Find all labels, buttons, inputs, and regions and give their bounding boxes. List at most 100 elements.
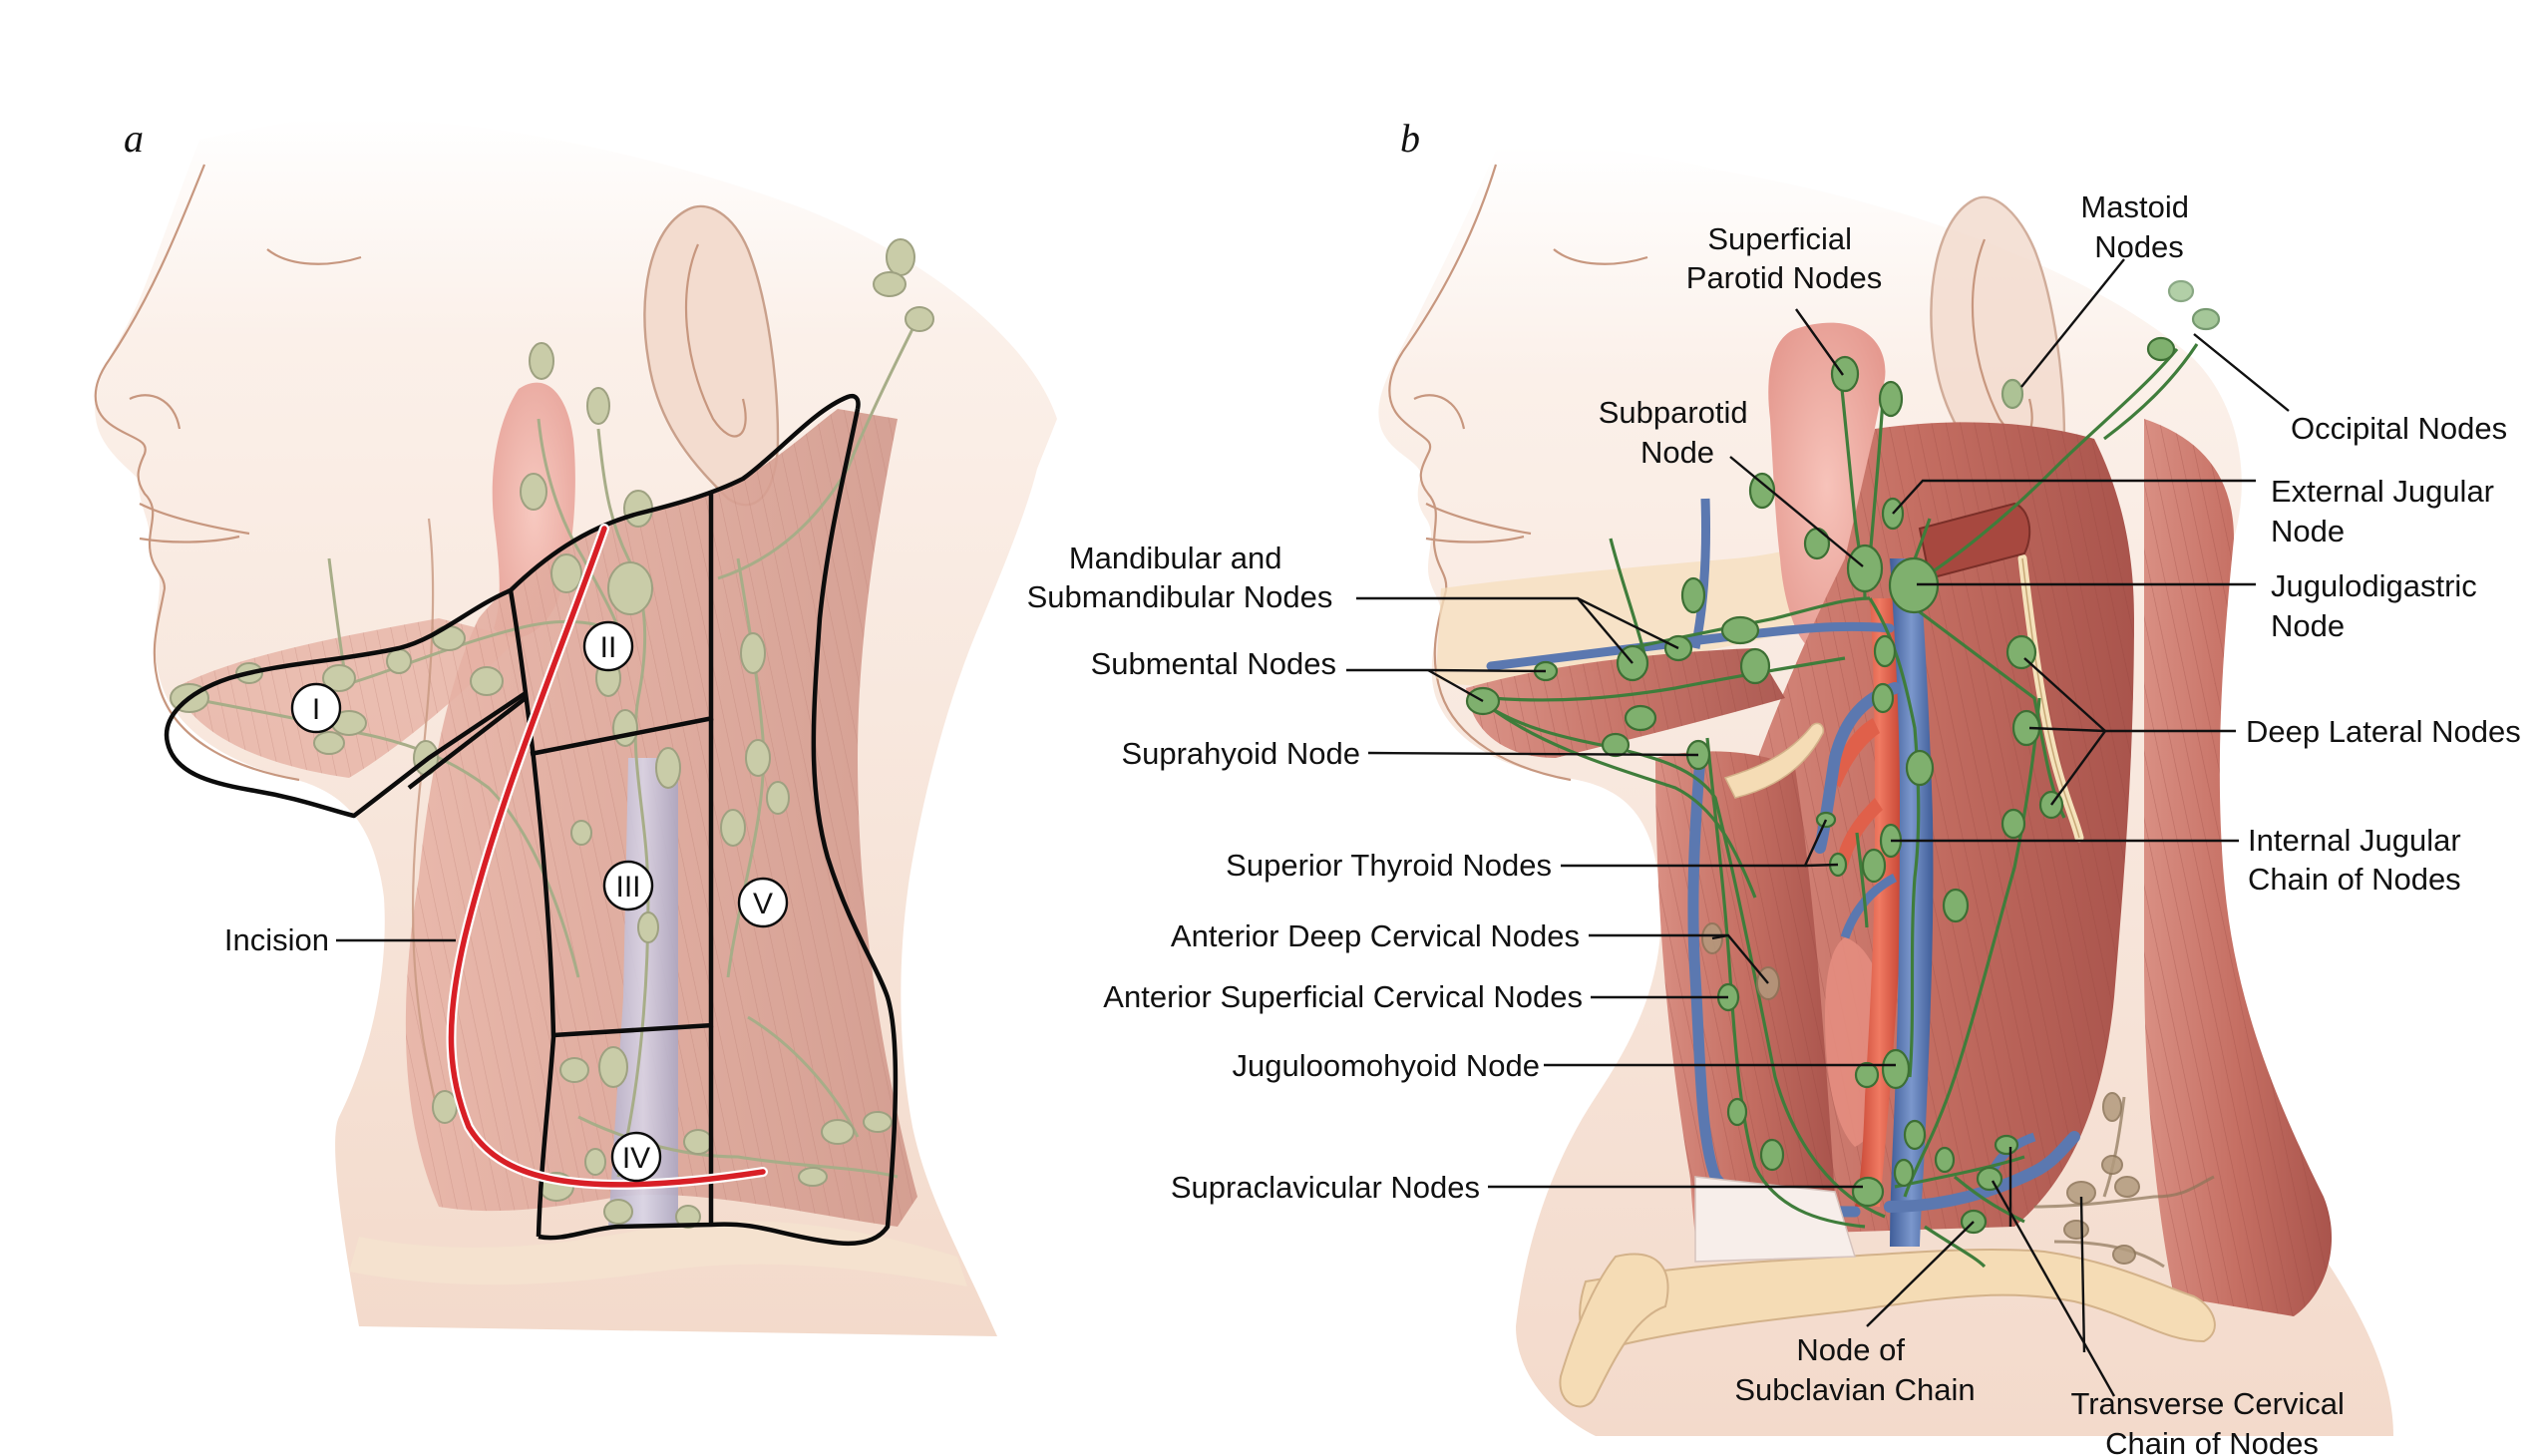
lymph-node — [612, 709, 638, 747]
lymph-node — [2000, 808, 2026, 840]
transverse-cervical-node — [2112, 1245, 2136, 1265]
lymph-node — [766, 781, 790, 815]
label-superior-thyroid-nodes: Superior Thyroid Nodes — [1226, 848, 1552, 883]
lymph-node — [720, 809, 746, 847]
panel-a-internal-jugular-vein — [608, 758, 678, 1227]
leader-external-jugular — [1892, 479, 2256, 515]
panel-a: a — [94, 116, 1057, 1336]
panel-a-lymph-nodes — [170, 238, 934, 1229]
lymph-node — [1878, 380, 1904, 418]
lymph-node — [386, 648, 412, 674]
panel-a-floor-fibers — [175, 618, 519, 778]
lymph-node — [1601, 732, 1631, 758]
subparotid-node — [1846, 544, 1884, 593]
transverse-cervical-node — [2101, 1155, 2123, 1175]
lymph-node — [570, 820, 592, 846]
lymph-node — [1726, 1097, 1748, 1127]
level-iii-iv-divider — [552, 1022, 714, 1038]
lymph-node — [1871, 682, 1895, 714]
lymph-node — [1680, 576, 1706, 614]
label-transverse-cervical-chain: Transverse Cervical Chain of Nodes — [2070, 1386, 2353, 1456]
lymph-node — [1942, 888, 1970, 923]
lymph-node — [586, 387, 610, 425]
lymph-node — [683, 1129, 713, 1155]
panel-b-lips — [1425, 503, 1532, 544]
level-i-boundary — [164, 587, 528, 819]
lymph-node — [598, 1046, 628, 1088]
lymph-node — [1873, 634, 1897, 668]
lymph-node — [529, 342, 554, 380]
panel-b: b — [1027, 116, 2521, 1456]
lymph-node — [740, 632, 766, 674]
label-internal-jugular-chain: Internal Jugular Chain of Nodes — [2248, 823, 2469, 897]
mastoid-node — [2000, 378, 2024, 410]
transverse-cervical-node — [2102, 1092, 2122, 1122]
leader-subparotid — [1729, 456, 1864, 567]
panel-b-letter: b — [1400, 116, 1420, 161]
leader-transverse-cervical-b — [2079, 1196, 2086, 1353]
svg-text:II: II — [600, 631, 617, 664]
level-i-marker: I — [290, 682, 342, 734]
panel-a-letter: a — [124, 116, 144, 161]
level-ii-iii-divider — [530, 715, 714, 757]
lymph-node — [603, 1199, 633, 1225]
lymph-node — [322, 664, 356, 692]
lymph-node — [1893, 1158, 1915, 1188]
label-submental-nodes: Submental Nodes — [1091, 646, 1336, 681]
label-anterior-superficial-cervical-nodes: Anterior Superficial Cervical Nodes — [1103, 979, 1583, 1014]
label-anterior-deep-cervical-nodes: Anterior Deep Cervical Nodes — [1171, 918, 1580, 953]
incision-label: Incision — [224, 922, 329, 957]
panel-b-nostril — [1413, 394, 1466, 430]
panel-a-ear-inner — [684, 243, 747, 438]
lymph-node — [470, 666, 504, 696]
label-subparotid-node: Subparotid Node — [1599, 395, 1757, 470]
panel-a-face-profile — [94, 164, 300, 782]
svg-text:III: III — [615, 871, 640, 904]
lymph-node — [1803, 527, 1831, 560]
lymph-node — [905, 306, 934, 332]
superficial-parotid-node — [1830, 355, 1860, 393]
panel-b-superior-thyroid-artery — [1835, 798, 1883, 870]
lymph-node — [1759, 1138, 1785, 1172]
panel-b-trapezius-fibers — [2144, 419, 2333, 1316]
level-ii-boundary — [509, 393, 861, 592]
lymph-node — [623, 490, 653, 528]
panel-b-face-profile — [1388, 164, 1572, 782]
leader-superior-thyroid-b — [1804, 863, 1839, 868]
lymph-node — [607, 561, 653, 615]
panel-b-eye — [1553, 248, 1648, 265]
supraclavicular-node — [1851, 1176, 1885, 1208]
panel-b-accessory-nerve-edge — [2021, 557, 2080, 839]
label-mastoid-nodes: Mastoid Nodes — [2080, 189, 2197, 264]
neck-dissection-levels — [164, 393, 899, 1247]
panel-a-nostril — [129, 394, 182, 430]
lymph-node — [559, 1057, 589, 1083]
panel-b-lymphatic-vessels — [1475, 343, 2199, 1269]
lymph-node — [1934, 1146, 1956, 1174]
lymph-node — [798, 1167, 828, 1187]
occipital-node — [2146, 336, 2176, 362]
panel-a-external-jugular-vein — [411, 518, 441, 1118]
leader-suprahyoid — [1367, 751, 1699, 757]
panel-b-transverse-cervical-vessels — [2033, 1096, 2215, 1269]
label-suprahyoid-node: Suprahyoid Node — [1121, 736, 1360, 771]
panel-b-parotid-gland — [1768, 322, 1886, 648]
level-markers: I II III IV V — [290, 620, 789, 1183]
panel-a-eye — [266, 248, 362, 265]
lymph-node — [886, 238, 915, 276]
panel-b-middle-thyroid-vein — [1840, 873, 1898, 939]
leader-deep-lateral-b — [2028, 726, 2106, 733]
leader-mandibular-b — [1577, 596, 1679, 650]
lymph-node — [1748, 472, 1776, 510]
label-mandibular-submandibular-nodes: Mandibular and Submandibular Nodes — [1027, 541, 1333, 614]
lymph-node — [655, 747, 681, 789]
lymph-node — [745, 739, 771, 777]
panel-b-carotid-branch — [1830, 718, 1880, 788]
occipital-node — [2167, 279, 2195, 303]
svg-text:I: I — [312, 693, 320, 726]
lymph-node — [637, 911, 659, 943]
panel-a-lips — [139, 503, 250, 544]
level-iv-marker: IV — [610, 1131, 662, 1183]
level-i-sublevel-divider — [407, 696, 528, 790]
